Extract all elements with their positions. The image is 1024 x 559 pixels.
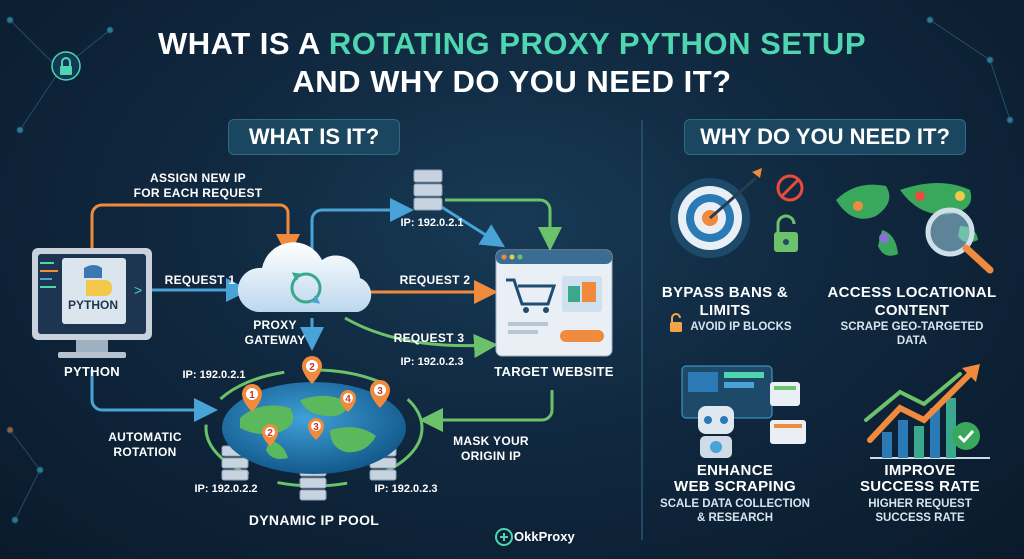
pin-number: 2: [267, 428, 273, 439]
request3-arrow: [344, 316, 498, 358]
page-title-line2: AND WHY DO YOU NEED IT?: [292, 64, 732, 99]
benefit-4-sub-1: HIGHER REQUEST: [868, 498, 972, 510]
assign-ip-label-2: FOR EACH REQUEST: [133, 186, 263, 200]
location-pins: [242, 356, 390, 446]
benefit-3-title-2: WEB SCRAPING: [674, 478, 796, 495]
dynamic-ip-pool-label: DYNAMIC IP POOL: [248, 512, 380, 528]
pin-number: 4: [345, 394, 351, 405]
assign-ip-label-1: ASSIGN NEW IP: [150, 171, 246, 185]
benefit-4-title-2: SUCCESS RATE: [859, 478, 980, 495]
pin-number: 1: [249, 390, 255, 401]
request3-label: REQUEST 3: [393, 331, 465, 345]
assign-ip-arrow: [90, 203, 300, 258]
proxy-side-arrow: [439, 204, 506, 248]
benefit-2-sub-2: DATA: [896, 335, 928, 347]
rotation-arrow: [90, 370, 218, 422]
benefit-2-sub-1: SCRAPE GEO-TARGETED: [840, 321, 984, 333]
benefit-1-title-2: LIMITS: [699, 302, 751, 319]
target-website-label: TARGET WEBSITE: [494, 364, 614, 379]
mask-ip-label-1: MASK YOUR: [453, 434, 529, 448]
pin-number: 2: [309, 362, 315, 373]
benefit-2-title-1: ACCESS LOCATIONAL: [827, 284, 997, 301]
request3-ip-label: IP: 192.0.2.3: [400, 356, 464, 368]
gateway-label-2: GATEWAY: [244, 333, 306, 347]
python-screen-label: PYTHON: [67, 298, 118, 312]
request1-label: REQUEST 1: [164, 273, 236, 287]
svg-text:>: >: [134, 282, 142, 298]
target-bullseye-icon: [670, 168, 762, 258]
why-need-it-heading: WHY DO YOU NEED IT?: [684, 119, 966, 155]
python-label: PYTHON: [64, 364, 120, 379]
request2-label: REQUEST 2: [399, 273, 471, 287]
benefit-2-title-2: CONTENT: [874, 302, 950, 319]
benefit-3-sub-2: & RESEARCH: [696, 512, 774, 524]
network-decoration: [6, 16, 1014, 524]
title-prefix: WHAT IS A: [158, 26, 329, 61]
okkproxy-logo-icon: [495, 528, 513, 546]
proxy-gateway-cloud-icon: [237, 242, 372, 312]
benefit-4-sub-2: SUCCESS RATE: [875, 512, 965, 524]
page-title-line1: WHAT IS A ROTATING PROXY PYTHON SETUP: [0, 26, 1024, 62]
robot-scraping-icon: [681, 365, 806, 458]
proxy-to-target-arrow: [445, 198, 562, 251]
unlock-icon: [774, 214, 798, 252]
benefit-3-sub-1: SCALE DATA COLLECTION: [660, 498, 810, 510]
pool-ip-left-label: IP: 192.0.2.1: [182, 369, 246, 381]
gateway-label-1: PROXY: [253, 318, 297, 332]
python-monitor-icon: >: [32, 248, 152, 358]
pool-ip-bottomright-label: IP: 192.0.2.3: [374, 483, 438, 495]
rotation-label-1: AUTOMATIC: [108, 430, 182, 444]
benefit-1-title-1: BYPASS BANS &: [661, 284, 789, 301]
pin-number: 3: [313, 422, 319, 433]
small-lock-icon: [670, 313, 682, 332]
mask-ip-arrow: [419, 390, 554, 432]
pin-numbers: 1 2 3 4 2 3: [249, 362, 383, 439]
rotation-label-2: ROTATION: [113, 445, 177, 459]
what-is-it-heading: WHAT IS IT?: [228, 119, 400, 155]
pool-ip-bottomleft-label: IP: 192.0.2.2: [194, 483, 258, 495]
benefit-3-title-1: ENHANCE: [696, 462, 774, 479]
pin-number: 3: [377, 386, 383, 397]
growth-chart-icon: [864, 364, 990, 459]
world-map-magnifier-icon: [836, 183, 994, 274]
gateway-to-proxy-arrow: [310, 198, 414, 252]
no-entry-icon: [776, 174, 804, 202]
title-accent: ROTATING PROXY PYTHON SETUP: [328, 26, 866, 61]
mask-ip-label-2: ORIGIN IP: [460, 449, 522, 463]
benefit-4-title-1: IMPROVE: [884, 462, 956, 479]
lock-icon: [51, 51, 81, 81]
brand-name: OkkProxy: [514, 529, 575, 544]
target-website-icon: [495, 249, 613, 357]
proxy-ip-label: IP: 192.0.2.1: [400, 217, 464, 229]
benefit-1-sub-1: AVOID IP BLOCKS: [690, 321, 792, 333]
proxy-server-top-icon: [413, 169, 443, 211]
